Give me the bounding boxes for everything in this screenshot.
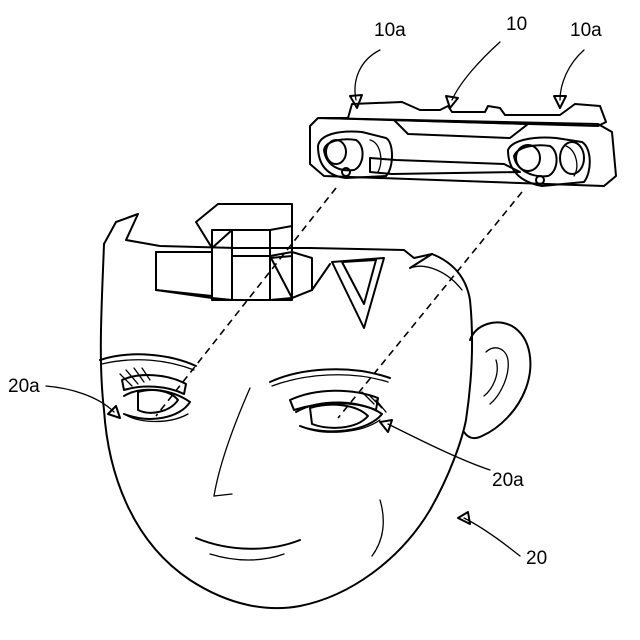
device-right-module (508, 138, 590, 187)
label-device-left-section: 10a (374, 20, 406, 41)
label-face: 20 (526, 548, 547, 569)
mouth (196, 538, 300, 549)
nose (214, 388, 250, 496)
label-device: 10 (506, 14, 527, 35)
device-10 (310, 102, 616, 186)
label-face-right-eye: 20a (492, 470, 524, 491)
left-eye (100, 354, 196, 421)
label-face-left-eye: 20a (8, 376, 40, 397)
head-mount-block (156, 204, 330, 300)
device-left-module (318, 132, 392, 178)
label-device-right-section: 10a (570, 20, 602, 41)
right-eye (270, 369, 390, 432)
projection-line-right (338, 192, 522, 418)
